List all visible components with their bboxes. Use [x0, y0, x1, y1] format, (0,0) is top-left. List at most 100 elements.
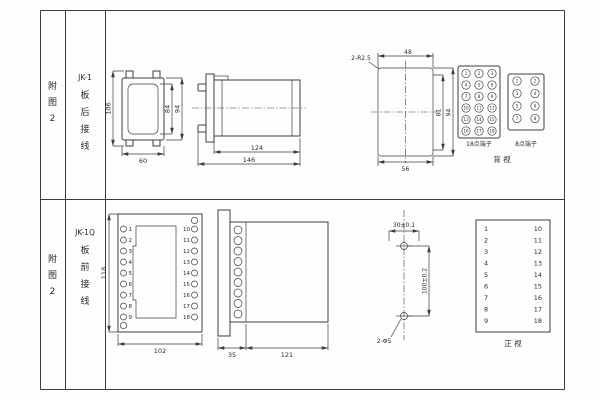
dim-body-length-124: 124 — [251, 144, 263, 152]
terminal-label: 14 — [183, 271, 190, 277]
row2-mounting-plan-drawing: 30±0.1 100±0.2 2-Φ5 — [377, 210, 431, 345]
terminal-number: 6 — [491, 83, 494, 88]
table-cell: 8 — [484, 306, 488, 314]
terminal-number: 8 — [534, 116, 537, 121]
row2-fig-char-3: 2 — [50, 287, 56, 297]
table-cell: 1 — [484, 225, 488, 233]
terminal-number: 2 — [534, 79, 537, 84]
terminal-number: 13 — [463, 117, 469, 122]
dim-hole-spacing: 100±0.2 — [422, 268, 429, 294]
row2-model-label: JK-1Q 板 前 接 线 — [74, 228, 95, 307]
row2-model: JK-1Q — [74, 228, 95, 237]
terminal-number: 8 — [478, 94, 481, 99]
cutout-corner-radius-label: 2-R2.5 — [351, 55, 371, 62]
table-cell: 5 — [484, 271, 488, 279]
row1-view-label: 背 视 — [493, 154, 511, 164]
row2-wiring-char-1: 板 — [80, 244, 89, 256]
table-cell: 6 — [484, 283, 488, 291]
table-cell: 11 — [534, 237, 542, 245]
terminal-label: 5 — [129, 271, 133, 277]
terminal-number: 6 — [534, 104, 537, 109]
row1-fig-label: 附 图 2 — [48, 80, 57, 124]
row1-terminal-18pt-block: 1 2 3 4 5 6 7 8 9 10 11 12 13 14 15 16 1… — [457, 65, 501, 148]
row1-fig-char-3: 2 — [50, 114, 56, 124]
row1-wiring-char-2: 后 — [80, 107, 89, 118]
terminal-number: 1 — [465, 71, 468, 76]
terminal-number: 1 — [516, 79, 519, 84]
row1-model: JK-1 — [77, 73, 92, 82]
terminal-number: 10 — [463, 106, 469, 111]
terminal-number: 5 — [516, 104, 519, 109]
row2-wiring-char-4: 线 — [80, 295, 89, 307]
terminal-label: 12 — [183, 249, 190, 255]
dim-cutout-height-81: 81 — [436, 109, 443, 117]
row2-fig-char-2: 图 — [48, 270, 57, 281]
table-cell: 3 — [484, 248, 488, 256]
terminal-number: 15 — [489, 117, 495, 122]
terminal-label: 16 — [183, 293, 190, 299]
terminal-label: 17 — [183, 304, 190, 310]
table-cell: 13 — [534, 260, 542, 268]
terminal-label: 15 — [183, 282, 190, 288]
table-cell: 16 — [534, 294, 542, 302]
row1-wiring-char-3: 接 — [80, 123, 89, 135]
dim-front-depth-35: 35 — [228, 351, 236, 359]
terminal-number: 11 — [476, 106, 482, 111]
row1-panel-cutout-drawing: 2-R2.5 48 81 94 56 — [351, 49, 455, 173]
row1-model-label: JK-1 板 后 接 线 — [77, 73, 92, 152]
table-cell: 9 — [484, 317, 488, 325]
row2-wiring-char-2: 前 — [80, 261, 89, 273]
dim-cutout-width-56: 56 — [402, 166, 410, 173]
table-cell: 12 — [534, 248, 542, 256]
table-cell: 4 — [484, 260, 488, 268]
table-cell: 7 — [484, 294, 488, 302]
row2-fig-label: 附 图 2 — [48, 253, 57, 297]
table-cell: 2 — [484, 237, 488, 245]
terminal-label: 6 — [129, 282, 133, 288]
terminal-label: 1 — [129, 227, 133, 233]
terminal-number: 9 — [491, 94, 494, 99]
dim-cutout-width-48: 48 — [404, 49, 412, 56]
row1-fig-char-2: 图 — [48, 97, 57, 108]
row1-terminal-8pt-block: 1 2 3 4 5 6 7 8 8点端子 — [507, 73, 545, 148]
terminal-number: 17 — [476, 129, 482, 134]
row1-front-view-drawing: 106 84 94 60 — [105, 70, 184, 165]
terminal-label: 18 — [183, 315, 190, 321]
terminal-label: 4 — [129, 260, 133, 266]
row1-side-view-drawing: 124 146 — [192, 73, 306, 166]
row2-fig-char-1: 附 — [48, 253, 57, 265]
terminal-18pt-label: 18点端子 — [466, 140, 492, 148]
row1-wiring-char-4: 线 — [80, 140, 89, 152]
dim-total-height-106: 106 — [105, 102, 113, 114]
terminal-number: 16 — [463, 129, 469, 134]
terminal-number: 7 — [516, 116, 519, 121]
terminal-8pt-label: 8点端子 — [515, 140, 537, 148]
hole-diameter-label: 2-Φ5 — [377, 338, 392, 345]
terminal-label: 10 — [183, 227, 190, 233]
terminal-label: 3 — [129, 249, 133, 255]
terminal-number: 3 — [491, 71, 494, 76]
table-cell: 15 — [534, 283, 542, 291]
table-cell: 14 — [534, 271, 542, 279]
dim-width-102: 102 — [154, 347, 166, 355]
terminal-label: 8 — [129, 304, 133, 310]
table-cell: 10 — [534, 225, 542, 233]
terminal-number: 2 — [478, 71, 481, 76]
table-cell: 18 — [534, 317, 542, 325]
table-cell: 17 — [534, 306, 542, 314]
terminal-label: 13 — [183, 260, 190, 266]
dim-body-depth-121: 121 — [281, 351, 293, 359]
terminal-number: 12 — [489, 106, 495, 111]
dim-inner-height-84: 84 — [164, 105, 172, 113]
terminal-number: 5 — [478, 83, 481, 88]
terminal-label: 2 — [129, 238, 133, 244]
row2-terminal-table: 1 2 3 4 5 6 7 8 9 10 11 12 13 14 15 16 1… — [475, 219, 551, 348]
terminal-number: 4 — [465, 83, 468, 88]
row2-side-view-drawing: 35 121 — [217, 209, 329, 359]
dim-cutout-height-94: 94 — [446, 109, 453, 117]
row2-wiring-char-3: 接 — [80, 278, 89, 290]
table-frame — [40, 10, 565, 390]
terminal-label: 9 — [129, 315, 133, 321]
